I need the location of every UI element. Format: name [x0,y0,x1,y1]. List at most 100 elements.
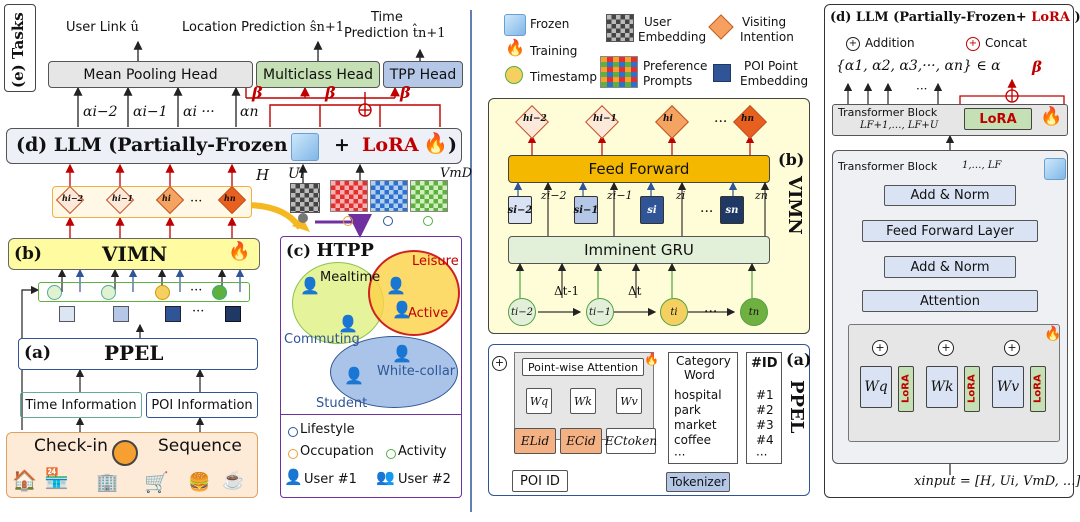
fire-icon: 🔥 [423,131,448,155]
category-header-1: Category [676,354,731,368]
user-icon: 👤 [392,344,412,363]
occupation-dot [288,449,298,459]
llm-detail-title: (d) LLM (Partially-Frozen+ LoRA ) [830,10,1080,25]
ppel-small-bar [18,338,258,370]
tb-bottom-range: 1,…, LF [962,160,1002,171]
ellipsis: ··· [190,194,203,209]
preference-grid-blue [370,180,408,212]
ellipsis: ··· [192,304,205,319]
preference-legend-2: Prompts [643,74,693,88]
checkin-label: Check-in [34,436,108,456]
time-information-box: Time Information [20,392,142,418]
alpha-set: {α1, α2, α3,···, αn} ∈ α [836,58,1001,74]
mealtime-label: Mealtime [320,270,381,285]
ellipsis: ··· [704,304,718,320]
timestamp-row [38,282,250,302]
wq-box: Wq [526,388,552,414]
vm-label: VmD [440,166,473,181]
htpp-legend-divider [281,414,461,415]
timestamp-circle [212,285,227,300]
frozen-icon [1044,158,1066,180]
id-table [746,352,782,464]
s-square: si−1 [574,196,598,224]
llm-title: (d) LLM (Partially-Frozen [16,134,288,156]
shop-icon: 🏪 [44,466,69,490]
id-item: #3 [756,418,774,432]
z-label: zn [755,189,768,202]
user-icon-small [298,213,308,223]
tb-top-label: Transformer Block [838,106,938,119]
user-icon: 👤 [338,314,358,333]
timestamp-circle [101,285,116,300]
whitecollar-ellipse [330,336,458,408]
ellipsis: ··· [714,114,728,130]
preference-grid-green [410,180,448,212]
vimn-side-title: VIMN [784,176,805,235]
poi-point-legend-icon [713,64,731,82]
alpha-label-2: αi−1 [133,104,168,120]
wv-detail: Wv [992,366,1024,408]
frozen-legend-icon [504,14,526,36]
add-norm-2: Add & Norm [884,256,1016,278]
addition-symbol: + [846,37,860,51]
lora-k: LoRA [964,366,980,412]
user-icon: 👤 [344,366,364,385]
dots: ··· [916,82,928,96]
addition-label: Addition [865,36,915,50]
timestamp-circle: ti−1 [586,298,614,326]
poi-square [59,306,75,322]
user1-icon: 👤 [284,468,303,486]
h-label: hi−1 [112,193,134,203]
poi-information-box: POI Information [146,392,258,418]
id-item: #4 [756,433,774,447]
ppel-small-label: (a) [24,343,52,363]
user-icon: 👤 [386,276,406,295]
delta-label: Δt-1 [554,284,580,298]
beta-detail: β [1032,58,1042,76]
fire-icon: 🔥 [1040,106,1063,127]
plus-circle: + [1004,340,1020,356]
h-label: hn [741,114,755,124]
cart-icon: 🛒 [144,470,169,494]
timestamp-circle [155,285,170,300]
vimn-panel-label: (b) [778,150,805,169]
h-label: H [256,166,270,184]
commuting-label: Commuting [284,332,360,347]
location-prediction-label: Location Prediction ŝn+1 [182,20,345,35]
h-label: hi [663,114,673,124]
ui-label: Ui [288,166,305,182]
llm-bar [6,128,462,164]
visiting-legend-1: Visiting [742,15,787,29]
s-square: si [640,196,664,224]
white-collar-label: White-collar [377,364,456,379]
user-embedding-legend-2: Embedding [638,30,707,44]
h-label: hi−2 [62,193,84,203]
alpha-label-3: αi ··· [183,104,215,120]
tb-bottom-label: Transformer Block [838,160,938,173]
category-header-2: Word [684,368,715,382]
office-icon: 🏢 [96,472,119,493]
frozen-legend-label: Frozen [530,17,570,31]
user-embedding-legend-1: User [644,15,672,29]
location-pin-icon [112,440,138,466]
category-item: park [674,403,701,417]
user2-legend: User #2 [398,472,451,487]
id-header: #ID [751,356,778,371]
h-label: hi−1 [593,114,617,124]
h-row-container [52,186,252,218]
htpp-panel [280,236,462,498]
poi-point-legend-2: Embedding [740,74,809,88]
visiting-legend-2: Intention [740,30,794,44]
house-icon: 🏠 [12,468,37,492]
llm-close: ) [448,134,457,156]
timestamp-circle [47,285,62,300]
user-icon: 👤 [300,276,320,295]
e-ctoken-box: ECtoken [605,428,657,454]
ppel-panel-label: (a) [786,350,812,369]
z-label: zi−1 [607,189,633,202]
h-label: hn [224,193,236,203]
preference-grid-red [330,180,368,212]
timestamp-circle: ti−2 [508,298,536,326]
x-input-label: xinput = [H, Ui, VmD, ...] [914,474,1080,489]
